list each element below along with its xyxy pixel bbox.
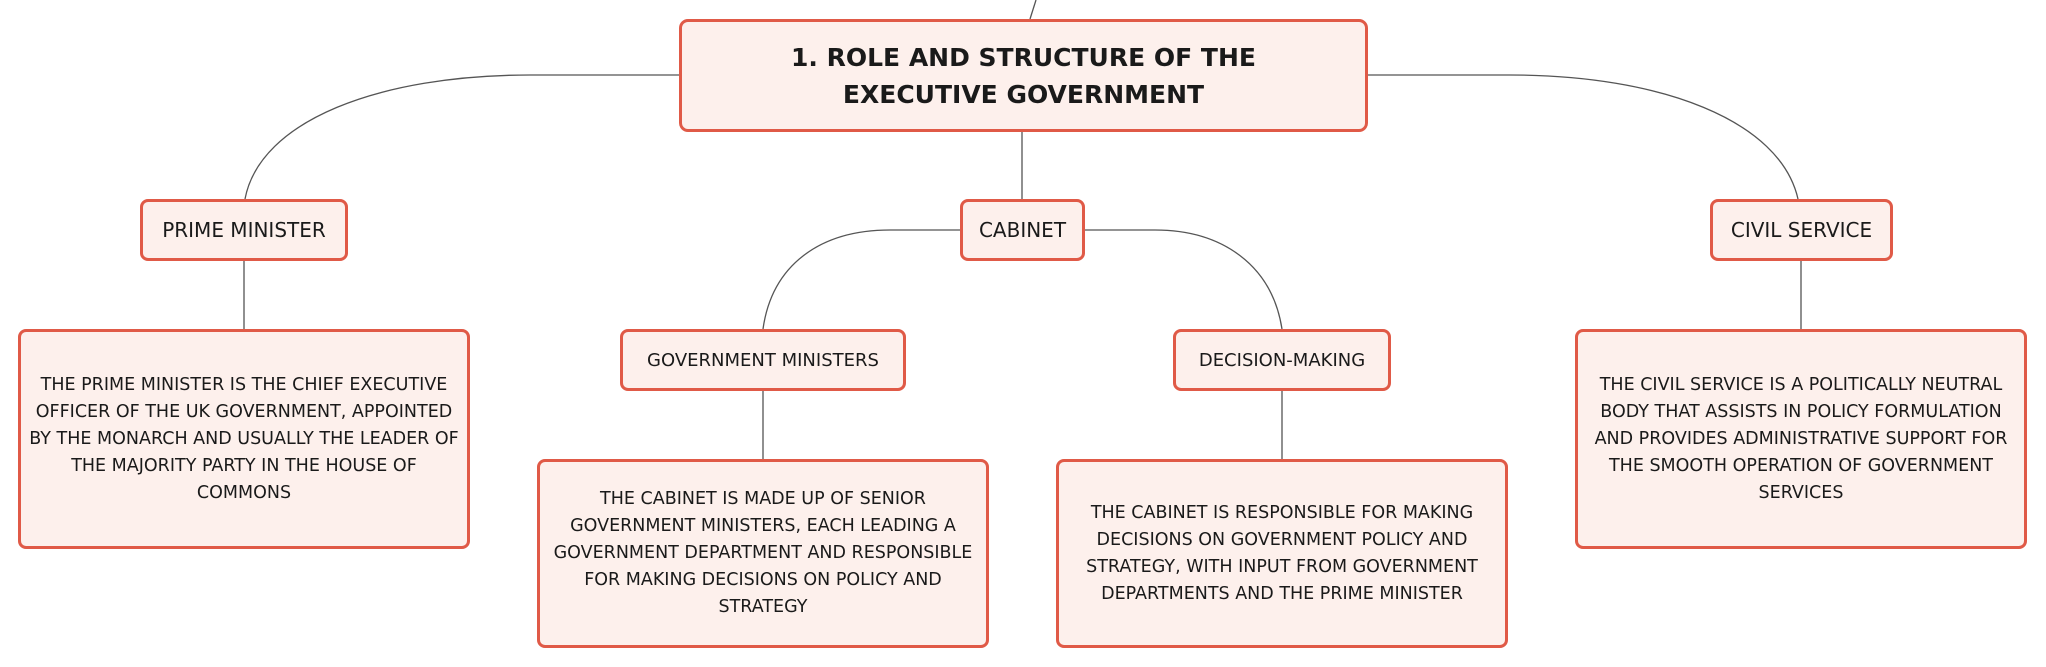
civil-service-description[interactable]: THE CIVIL SERVICE IS A POLITICALLY NEUTR… bbox=[1575, 329, 2027, 549]
decision-making-description[interactable]: THE CABINET IS RESPONSIBLE FOR MAKING DE… bbox=[1056, 459, 1508, 648]
topic-prime-minister-label: PRIME MINISTER bbox=[162, 218, 326, 242]
root-topic-label: 1. ROLE AND STRUCTURE OF THE EXECUTIVE G… bbox=[791, 42, 1256, 109]
root-topic[interactable]: 1. ROLE AND STRUCTURE OF THE EXECUTIVE G… bbox=[679, 19, 1368, 132]
government-ministers-description-text: THE CABINET IS MADE UP OF SENIOR GOVERNM… bbox=[553, 489, 973, 617]
topic-civil-service[interactable]: CIVIL SERVICE bbox=[1710, 199, 1893, 261]
subtopic-decision-making-label: DECISION-MAKING bbox=[1198, 349, 1366, 371]
topic-civil-service-label: CIVIL SERVICE bbox=[1730, 218, 1873, 242]
subtopic-government-ministers-label: GOVERNMENT MINISTERS bbox=[647, 349, 879, 371]
connector-cabinet-to-decision-making bbox=[1085, 229, 1283, 330]
topic-cabinet-label: CABINET bbox=[978, 218, 1067, 242]
prime-minister-description-text: THE PRIME MINISTER IS THE CHIEF EXECUTIV… bbox=[29, 374, 459, 503]
decision-making-description-text: THE CABINET IS RESPONSIBLE FOR MAKING DE… bbox=[1086, 502, 1478, 604]
connector-root-to-civil-service bbox=[1368, 74, 1799, 200]
topic-prime-minister[interactable]: PRIME MINISTER bbox=[140, 199, 348, 261]
connector-cabinet-to-government-ministers bbox=[762, 229, 960, 330]
connector-root-to-prime-minister bbox=[244, 74, 679, 200]
government-ministers-description[interactable]: THE CABINET IS MADE UP OF SENIOR GOVERNM… bbox=[537, 459, 989, 648]
subtopic-decision-making[interactable]: DECISION-MAKING bbox=[1173, 329, 1391, 391]
topic-cabinet[interactable]: CABINET bbox=[960, 199, 1085, 261]
subtopic-government-ministers[interactable]: GOVERNMENT MINISTERS bbox=[620, 329, 906, 391]
connector-parent-to-root bbox=[1029, 0, 1037, 20]
prime-minister-description[interactable]: THE PRIME MINISTER IS THE CHIEF EXECUTIV… bbox=[18, 329, 470, 549]
civil-service-description-text: THE CIVIL SERVICE IS A POLITICALLY NEUTR… bbox=[1594, 374, 2008, 503]
